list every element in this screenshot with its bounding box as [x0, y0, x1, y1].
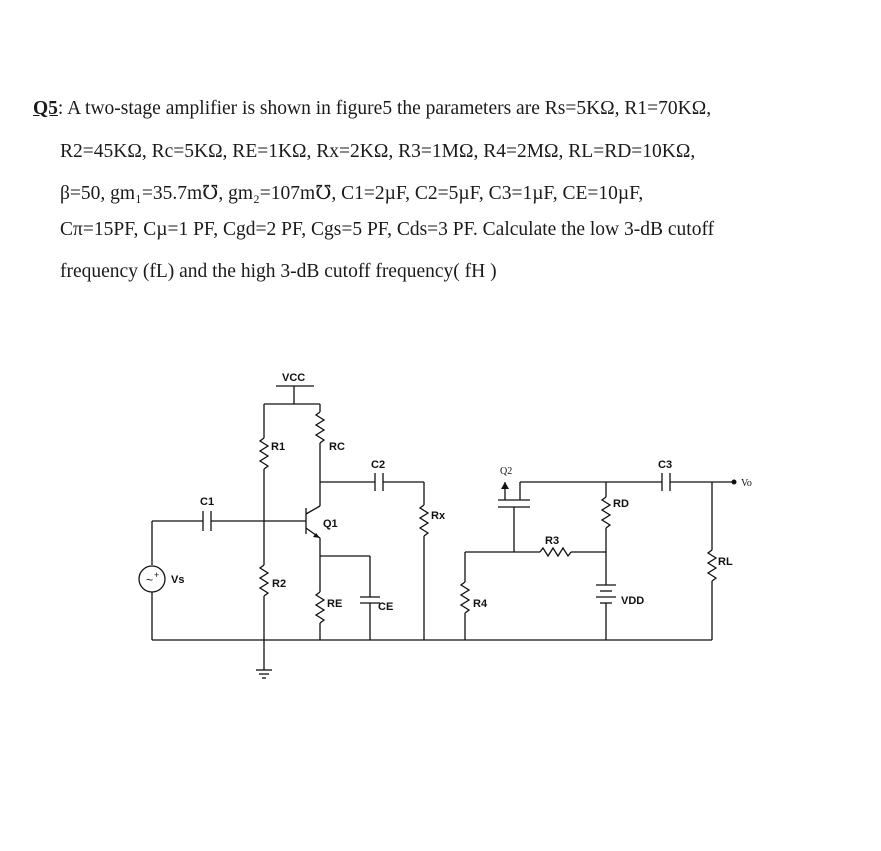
svg-text:~: ~	[146, 573, 153, 587]
r1-resistor	[258, 437, 270, 470]
svg-text:+: +	[154, 570, 159, 580]
vcc-label: VCC	[282, 372, 305, 384]
rl-label: RL	[718, 556, 733, 568]
re-resistor	[314, 591, 326, 624]
vdd-label: VDD	[621, 595, 644, 607]
r2-resistor	[258, 564, 270, 597]
rx-resistor	[418, 504, 430, 537]
c1-label: C1	[200, 496, 214, 508]
question-line-2: R2=45KΩ, Rc=5KΩ, RE=1KΩ, Rx=2KΩ, R3=1MΩ,…	[60, 141, 696, 162]
rd-label: RD	[613, 498, 629, 510]
question-line-3: β=50, gm₁=35.7m℧, gm₂=107m℧, C1=2µF, C2=…	[60, 183, 644, 204]
question-line-4: Cπ=15PF, Cµ=1 PF, Cgd=2 PF, Cgs=5 PF, Cd…	[60, 219, 715, 240]
question-line-1: Q5: A two-stage amplifier is shown in fi…	[33, 97, 853, 121]
rl-resistor	[706, 549, 718, 582]
r2-label: R2	[272, 578, 286, 590]
r3-resistor	[539, 546, 572, 558]
rd-resistor	[600, 496, 612, 529]
q2-label: Q2	[500, 466, 512, 477]
output-node	[731, 479, 737, 485]
c3-label: C3	[658, 459, 672, 471]
rc-resistor	[314, 411, 326, 444]
r1-label: R1	[271, 441, 285, 453]
r4-resistor	[459, 581, 471, 614]
re-label: RE	[327, 598, 342, 610]
r3-label: R3	[545, 535, 559, 547]
c2-label: C2	[371, 459, 385, 471]
r4-label: R4	[473, 598, 488, 610]
question-line-1-text: : A two-stage amplifier is shown in figu…	[57, 98, 712, 119]
vo-label: Vo	[741, 478, 752, 489]
rc-label: RC	[329, 441, 345, 453]
question-line-5: frequency (fL) and the high 3-dB cutoff …	[60, 261, 497, 282]
ce-label: CE	[378, 601, 393, 613]
question-label: Q5	[33, 98, 58, 119]
rx-label: Rx	[431, 510, 446, 522]
q1-label: Q1	[323, 518, 338, 530]
vs-label: Vs	[171, 574, 184, 586]
